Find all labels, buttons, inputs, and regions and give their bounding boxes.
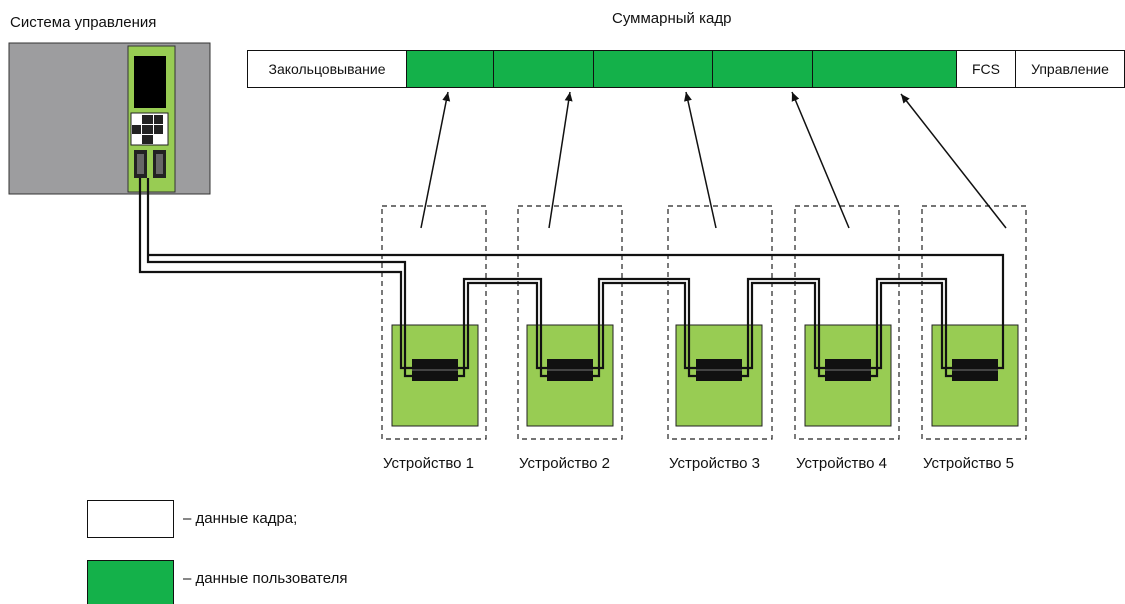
legend-label-frame-data: – данные кадра;	[183, 510, 298, 527]
device-boundaries	[381, 205, 1027, 440]
device-label-3: Устройство 3	[669, 455, 760, 472]
legend-label-user-data: – данные пользователя	[183, 570, 348, 587]
control-system-unit	[8, 42, 211, 195]
frame-field-control: Управление	[1015, 50, 1125, 88]
ring-cable	[138, 178, 1005, 378]
frame-field-fcs: FCS	[956, 50, 1016, 88]
frame-field-user-data-3	[593, 50, 713, 88]
frame-field-loopback: Закольцовывание	[247, 50, 407, 88]
device-label-2: Устройство 2	[519, 455, 610, 472]
frame-field-user-data-2	[493, 50, 594, 88]
frame-field-user-data-5	[812, 50, 957, 88]
device-label-1: Устройство 1	[383, 455, 474, 472]
legend-swatch-frame-data	[87, 500, 174, 538]
control-system-title: Система управления	[10, 14, 157, 31]
device-label-5: Устройство 5	[923, 455, 1014, 472]
frame-field-user-data-1	[406, 50, 494, 88]
device-label-4: Устройство 4	[796, 455, 887, 472]
controller-display	[134, 56, 166, 108]
legend-swatch-user-data	[87, 560, 174, 604]
frame-field-user-data-4	[712, 50, 813, 88]
controller-keypad	[130, 112, 169, 146]
data-arrows	[420, 91, 1007, 229]
summary-frame-title: Суммарный кадр	[612, 10, 732, 27]
